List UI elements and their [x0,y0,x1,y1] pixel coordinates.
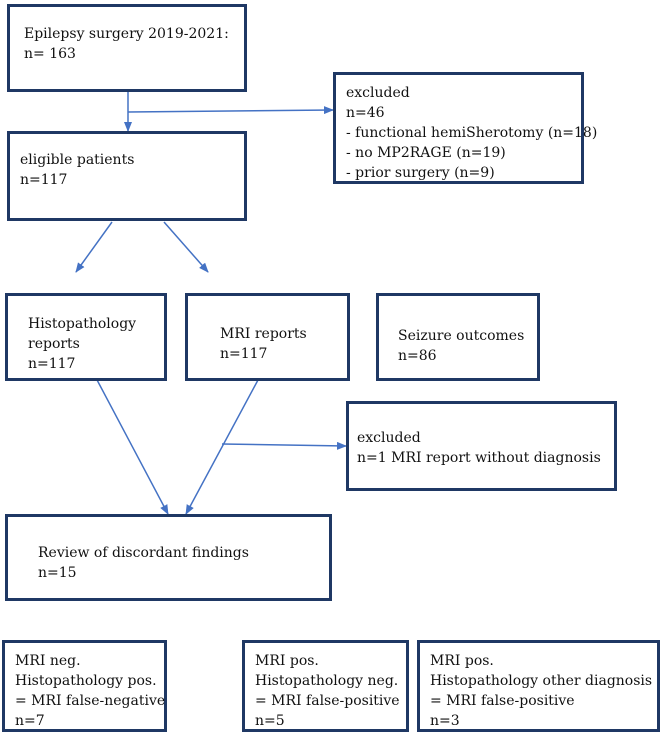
arrow-mri-to-review [185,379,259,515]
box-start: Epilepsy surgery 2019-2021: n= 163 [7,4,247,92]
box-review-line-2: n=15 [38,565,77,581]
box-start-line-1: Epilepsy surgery 2019-2021: [24,26,229,42]
arrow-histopathology-to-review [95,377,169,515]
box-false-negative-line-2: Histopathology pos. [15,673,157,689]
arrow-to-excluded-1 [127,106,334,115]
box-histopathology: Histopathology reports n=117 [5,293,167,381]
box-false-positive-2-line-1: MRI pos. [430,653,494,669]
box-false-negative-line-4: n=7 [15,713,45,729]
box-eligible-line-2: n=117 [20,172,68,188]
box-excluded-1-line-3: - functional hemiSherotomy (n=18) [346,125,598,141]
box-mri-reports-line-2: n=117 [220,346,268,362]
box-review-line-1: Review of discordant findings [38,545,249,561]
box-excluded-2-line-2: n=1 MRI report without diagnosis [357,450,601,466]
box-histopathology-line-3: n=117 [28,356,76,372]
box-false-negative-line-3: = MRI false-negative [15,693,166,709]
box-false-positive-2: MRI pos. Histopathology other diagnosis … [417,640,660,732]
box-false-positive-2-line-2: Histopathology other diagnosis [430,673,653,689]
box-histopathology-line-2: reports [28,336,80,352]
box-start-line-2: n= 163 [24,46,76,62]
box-false-negative: MRI neg. Histopathology pos. = MRI false… [2,640,167,732]
arrow-to-excluded-2 [221,441,347,450]
box-histopathology-line-1: Histopathology [28,316,137,332]
box-false-positive-1-line-3: = MRI false-positive [255,693,400,709]
box-false-positive-2-line-3: = MRI false-positive [430,693,575,709]
box-false-positive-1-line-4: n=5 [255,713,285,729]
box-seizure-outcomes-line-1: Seizure outcomes [398,328,525,344]
box-seizure-outcomes: Seizure outcomes n=86 [376,293,540,381]
box-eligible: eligible patients n=117 [7,131,247,221]
box-excluded-1-line-4: - no MP2RAGE (n=19) [346,145,506,161]
arrow-eligible-left [75,221,113,273]
box-mri-reports-line-1: MRI reports [220,326,307,342]
box-seizure-outcomes-line-2: n=86 [398,348,437,364]
box-excluded-1-line-5: - prior surgery (n=9) [346,165,495,181]
box-excluded-2: excluded n=1 MRI report without diagnosi… [346,401,617,491]
box-false-positive-1-line-2: Histopathology neg. [255,673,399,689]
box-false-positive-1: MRI pos. Histopathology neg. = MRI false… [242,640,409,732]
box-excluded-1-line-2: n=46 [346,105,385,121]
arrow-eligible-right [163,221,209,273]
box-excluded-1-line-1: excluded [346,85,410,101]
box-review: Review of discordant findings n=15 [5,514,332,601]
box-mri-reports: MRI reports n=117 [185,293,350,381]
box-excluded-2-line-1: excluded [357,430,421,446]
box-false-positive-1-line-1: MRI pos. [255,653,319,669]
box-eligible-line-1: eligible patients [20,152,135,168]
box-false-negative-line-1: MRI neg. [15,653,81,669]
box-excluded-1: excluded n=46 - functional hemiSherotomy… [333,72,598,184]
box-false-positive-2-line-4: n=3 [430,713,460,729]
